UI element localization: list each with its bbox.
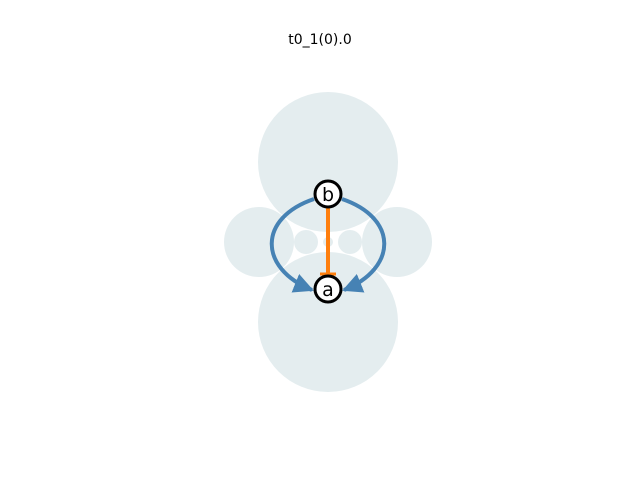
background-disk-small-right (338, 230, 362, 254)
node-b-circle (313, 179, 343, 209)
node-b-label: b (322, 184, 334, 206)
node-b[interactable]: b (313, 179, 343, 209)
diagram-title: t0_1(0).0 (288, 32, 352, 48)
node-a-label: a (322, 279, 334, 301)
edge-b-a-right (341, 197, 387, 293)
background-disk-small-left (294, 230, 318, 254)
background-disk-top (258, 92, 398, 232)
node-a-circle (313, 274, 343, 304)
node-a[interactable]: a (313, 274, 343, 304)
edge-b-a-left (269, 197, 315, 293)
